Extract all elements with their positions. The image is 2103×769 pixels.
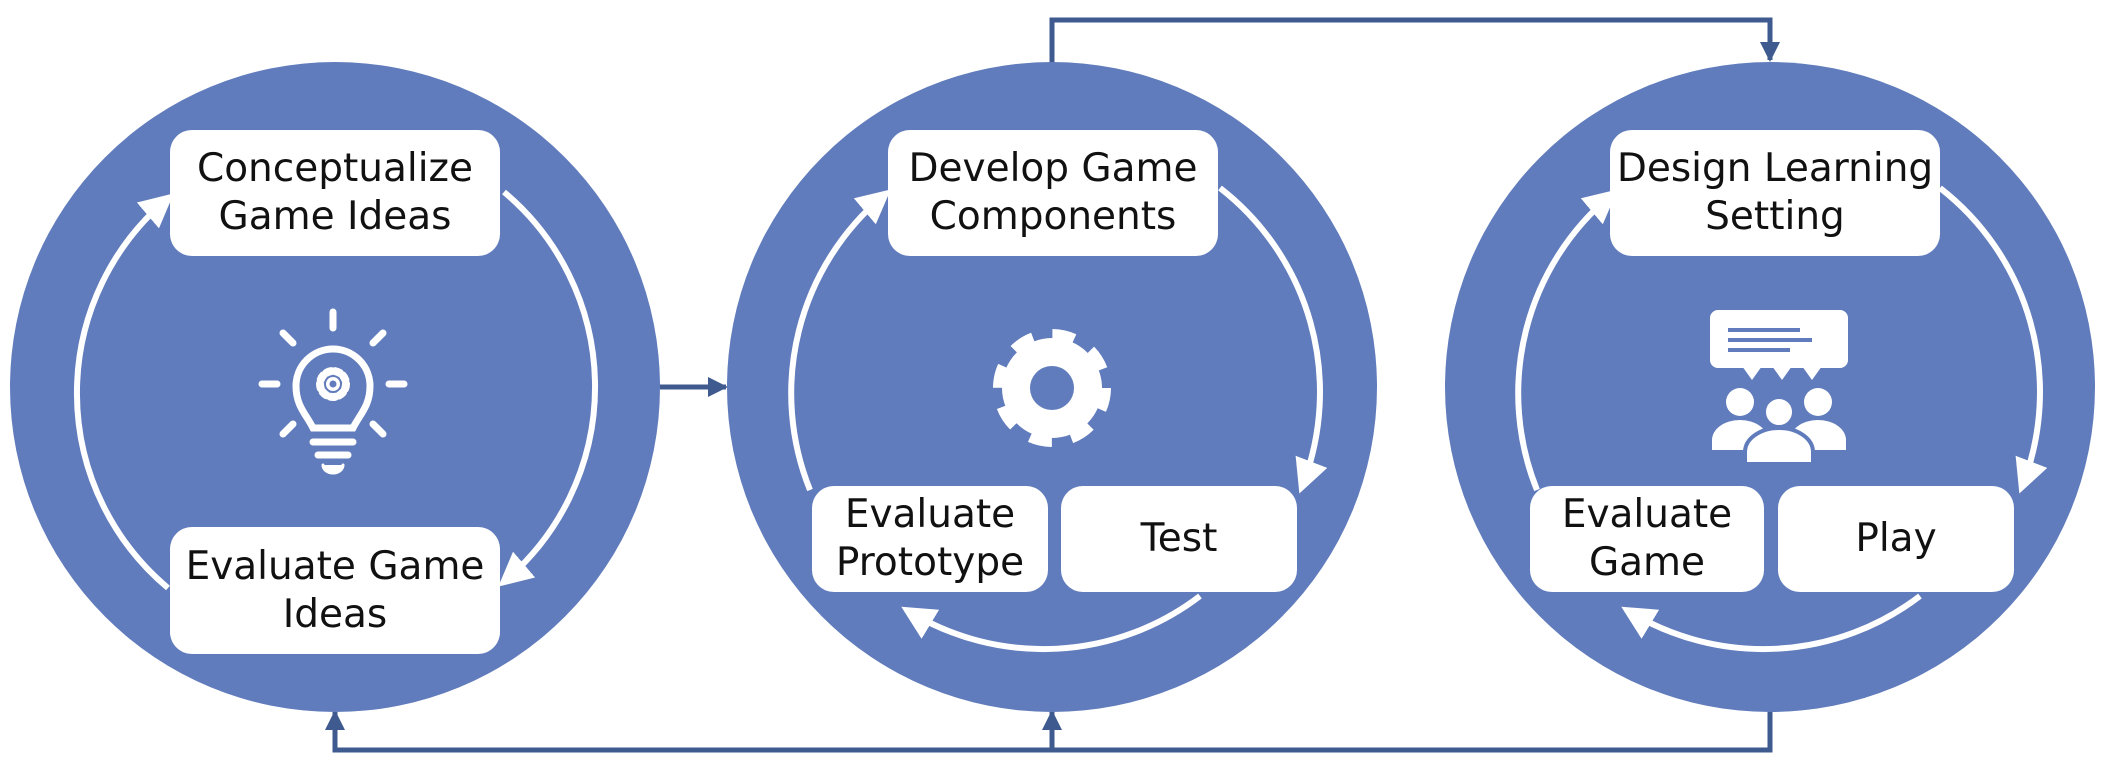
step-test: Test bbox=[1061, 486, 1297, 592]
step-label: Design Learning Setting bbox=[1616, 146, 1934, 239]
connector-cycle2-to-cycle3 bbox=[1049, 17, 1780, 65]
step-design-learning-setting: Design Learning Setting bbox=[1610, 130, 1940, 256]
cycle-arrow bbox=[1621, 593, 1922, 653]
step-label: Evaluate Prototype bbox=[835, 492, 1025, 585]
cycle-arrow bbox=[901, 593, 1202, 653]
step-label: Evaluate Game bbox=[1561, 492, 1733, 585]
cycle-arrow bbox=[73, 193, 174, 591]
step-conceptualize-game-ideas: Conceptualize Game Ideas bbox=[170, 130, 500, 256]
cycle-arrow bbox=[498, 189, 599, 587]
connectors bbox=[325, 17, 1780, 753]
cycle-arrow bbox=[788, 189, 891, 492]
lightbulb-gear-icon bbox=[258, 308, 408, 475]
step-label: Evaluate Game Ideas bbox=[185, 543, 485, 637]
step-label: Play bbox=[1855, 516, 1937, 561]
group-discussion-icon bbox=[1710, 310, 1848, 466]
step-develop-game-components: Develop Game Components bbox=[888, 130, 1218, 256]
cycle-arrow bbox=[1218, 185, 1328, 494]
cycle-arrow bbox=[1515, 189, 1618, 492]
step-label: Conceptualize Game Ideas bbox=[196, 146, 474, 239]
step-evaluate-prototype: Evaluate Prototype bbox=[812, 486, 1048, 592]
step-evaluate-game-ideas: Evaluate Game Ideas bbox=[170, 527, 500, 654]
step-label: Test bbox=[1140, 516, 1218, 561]
step-play: Play bbox=[1778, 486, 2014, 592]
gear-icon bbox=[993, 329, 1111, 447]
step-label: Develop Game Components bbox=[908, 146, 1198, 239]
step-evaluate-game: Evaluate Game bbox=[1530, 486, 1764, 592]
cycle-arrow bbox=[1938, 185, 2048, 494]
